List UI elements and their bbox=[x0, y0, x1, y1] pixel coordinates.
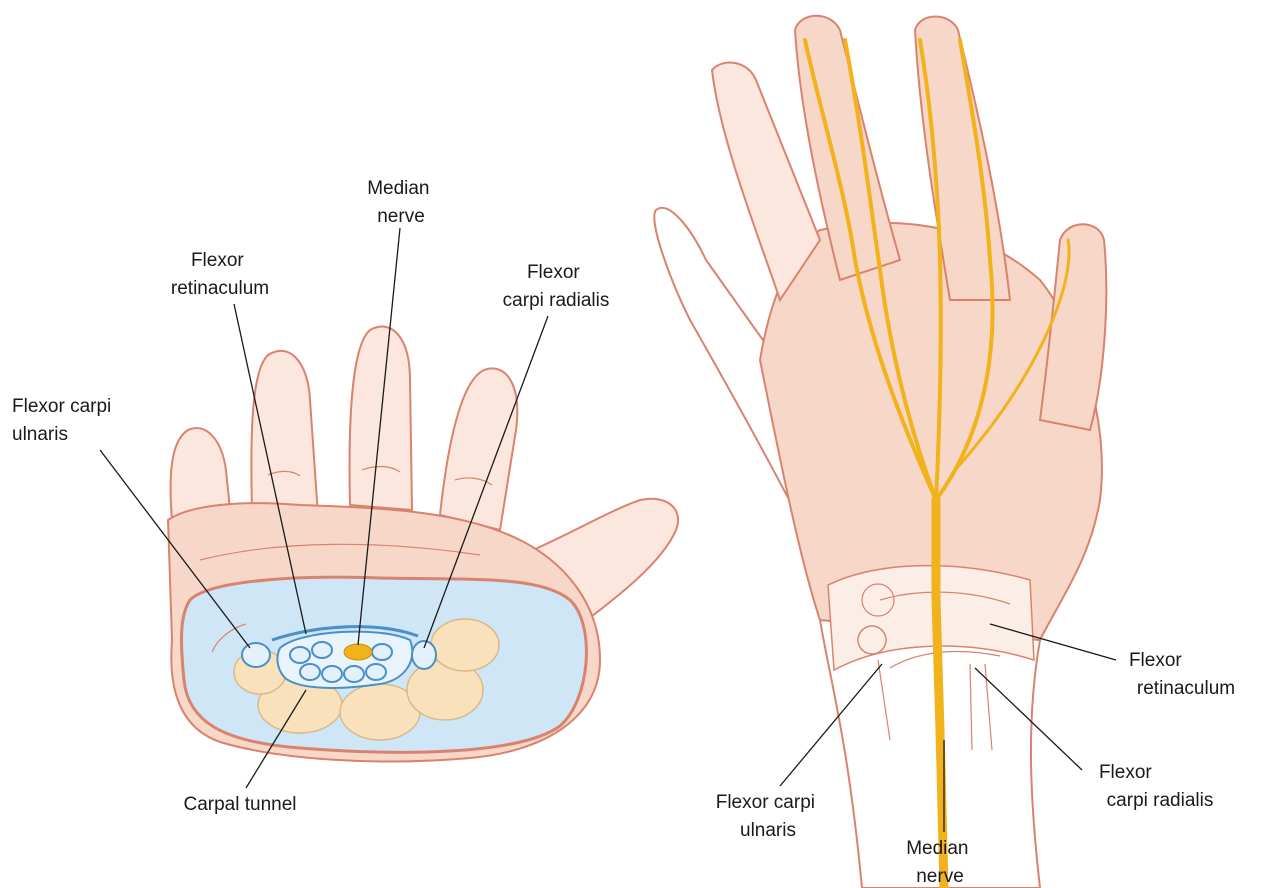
flexor-carpi-radialis-tendon bbox=[412, 641, 436, 669]
label-left-carpal-tunnel: Carpal tunnel bbox=[183, 794, 296, 815]
right-pisiform bbox=[858, 626, 886, 654]
flexor-tendon bbox=[312, 642, 332, 658]
flexor-tendon bbox=[322, 666, 342, 682]
label-left-flexor-carpi-ulnaris: Flexor carpi ulnaris bbox=[12, 396, 117, 445]
label-left-median-nerve: Median nerve bbox=[367, 178, 435, 227]
median-nerve-cross-section bbox=[344, 644, 372, 660]
right-hand-nerve-view bbox=[654, 16, 1106, 888]
flexor-tendon bbox=[372, 644, 392, 660]
label-left-flexor-carpi-radialis: Flexor carpi radialis bbox=[503, 262, 610, 311]
flexor-tendon bbox=[344, 666, 364, 682]
left-ring-finger bbox=[251, 351, 318, 515]
carpal-bone bbox=[431, 619, 499, 671]
left-hand-cross-section bbox=[168, 327, 678, 762]
label-right-flexor-carpi-ulnaris: Flexor carpi ulnaris bbox=[716, 792, 821, 841]
label-left-flexor-retinaculum: Flexor retinaculum bbox=[171, 250, 269, 299]
label-right-flexor-retinaculum: Flexor retinaculum bbox=[1129, 650, 1235, 699]
label-right-flexor-carpi-radialis: Flexor carpi radialis bbox=[1099, 762, 1213, 811]
flexor-carpi-ulnaris-tendon bbox=[242, 643, 270, 667]
flexor-tendon bbox=[300, 664, 320, 680]
flexor-tendon bbox=[290, 647, 310, 663]
left-index-finger bbox=[440, 368, 517, 530]
flexor-tendon bbox=[366, 664, 386, 680]
